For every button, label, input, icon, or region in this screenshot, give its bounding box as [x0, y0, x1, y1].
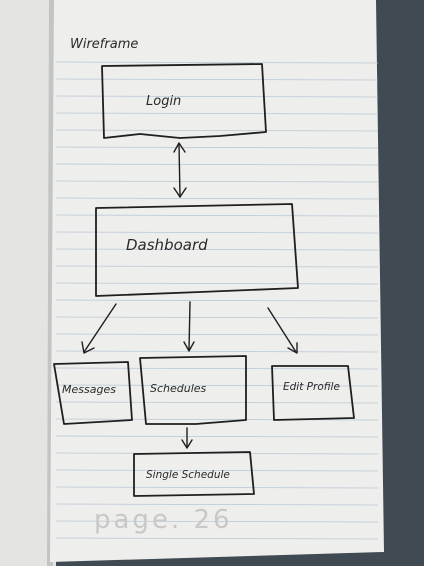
dashboard-edit-profile-arrow [267, 307, 298, 354]
page-title: Wireframe [70, 37, 138, 52]
messages-label: Messages [62, 383, 116, 396]
single-schedule-label: Single Schedule [146, 469, 230, 481]
schedules-node: Schedules [139, 355, 247, 425]
login-dashboard-arrow [173, 142, 187, 198]
ruled-line [55, 537, 379, 540]
ruled-line [55, 231, 379, 234]
ruled-line [55, 129, 379, 132]
login-node: Login [101, 63, 267, 139]
ruled-line [55, 112, 379, 115]
ruled-line [55, 146, 379, 149]
dashboard-schedules-arrow [183, 301, 195, 352]
ruled-line [55, 95, 379, 98]
schedules-single-arrow [181, 427, 193, 449]
schedules-label: Schedules [150, 382, 207, 395]
ruled-line [55, 282, 379, 285]
messages-node: Messages [53, 361, 133, 425]
ruled-line [55, 214, 379, 217]
ruled-line [55, 316, 379, 319]
dashboard-label: Dashboard [126, 236, 208, 254]
dashboard-node: Dashboard [95, 203, 299, 297]
ruled-line [55, 520, 379, 523]
ruled-line [55, 78, 379, 81]
ruled-line [55, 350, 379, 353]
ruled-line [55, 333, 379, 336]
edit-profile-label: Edit Profile [283, 381, 340, 393]
left-notebook-page [0, 0, 58, 566]
ruled-line [55, 452, 379, 455]
single-schedule-node: Single Schedule [133, 451, 255, 497]
ruled-line [55, 435, 379, 438]
page-binding-shadow [47, 0, 55, 566]
edit-profile-node: Edit Profile [271, 365, 355, 421]
ruled-line [55, 418, 379, 421]
ruled-line [55, 469, 379, 472]
page-number: page. 26 [94, 505, 233, 535]
ruled-line [55, 401, 379, 404]
ruled-line [55, 299, 379, 302]
ruled-line [55, 384, 379, 387]
ruled-line [55, 180, 379, 183]
login-label: Login [146, 94, 181, 109]
ruled-line [55, 503, 379, 506]
ruled-line [55, 61, 379, 64]
dashboard-messages-arrow [81, 303, 117, 354]
ruled-line [55, 486, 379, 489]
ruled-line [55, 265, 379, 268]
ruled-line [55, 248, 379, 251]
ruled-line [55, 197, 379, 200]
notebook-page [50, 0, 384, 562]
ruled-lines [55, 61, 379, 540]
ruled-line [55, 163, 379, 166]
ruled-line [55, 367, 379, 370]
